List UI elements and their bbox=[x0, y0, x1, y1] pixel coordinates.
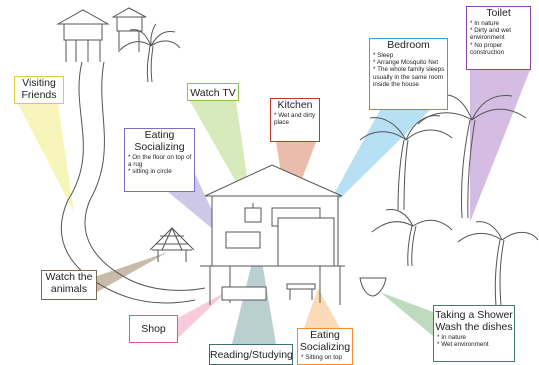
label-note: The whole family sleeps usually in the s… bbox=[373, 66, 445, 88]
basin-icon bbox=[359, 277, 387, 297]
palm-tree-icon bbox=[371, 209, 453, 267]
palm-tree-icon bbox=[457, 221, 539, 307]
label-bedroom: Bedroom Sleep Arrange Mosquito Net The w… bbox=[369, 38, 448, 110]
house-icon bbox=[200, 164, 345, 305]
palm-tree-icon bbox=[417, 94, 527, 219]
label-title: Taking a Shower Wash the dishes bbox=[435, 309, 513, 333]
label-note: No proper construction bbox=[470, 42, 528, 56]
label-watch-tv: Watch TV bbox=[187, 83, 239, 101]
callout-wedge-bedroom bbox=[322, 110, 430, 216]
label-title: Visiting Friends bbox=[21, 77, 57, 101]
label-eating-socializing-rug: Eating Socializing On the floor on top o… bbox=[124, 128, 195, 192]
label-shower: Taking a Shower Wash the dishes In natur… bbox=[433, 305, 515, 362]
label-note: Dirty and wet environment bbox=[470, 27, 528, 41]
label-title: Bedroom bbox=[387, 39, 430, 51]
callout-wedge-watch-animals bbox=[97, 252, 168, 292]
label-watch-animals: Watch the animals bbox=[41, 270, 97, 300]
label-note: sitting in circle bbox=[128, 168, 192, 175]
stilt-house-icon bbox=[111, 7, 147, 52]
label-toilet: Toilet In nature Dirty and wet environme… bbox=[466, 6, 531, 70]
callout-wedge-shop bbox=[178, 292, 226, 338]
label-title: Shop bbox=[141, 323, 166, 335]
palm-tree-icon bbox=[359, 115, 453, 211]
label-note: Wet and dirty place bbox=[274, 112, 317, 126]
callout-wedge-toilet bbox=[470, 70, 530, 222]
label-visiting-friends: Visiting Friends bbox=[14, 76, 64, 104]
callout-wedge-eating-socializing-top bbox=[304, 288, 340, 328]
label-note: On the floor on top of a rug bbox=[128, 154, 192, 168]
label-title: Toilet bbox=[486, 7, 511, 19]
label-reading-studying: Reading/Studying bbox=[209, 344, 293, 365]
label-title: Eating Socializing bbox=[299, 329, 351, 353]
stilt-house-icon bbox=[56, 9, 110, 62]
label-title: Reading/Studying bbox=[210, 349, 293, 361]
label-note: In nature bbox=[470, 20, 528, 27]
label-title: Watch the animals bbox=[45, 271, 93, 295]
hut-icon bbox=[149, 227, 195, 262]
palm-tree-icon bbox=[119, 23, 181, 83]
callout-wedge-visiting-friends bbox=[18, 104, 74, 212]
label-title: Watch TV bbox=[190, 87, 236, 99]
label-kitchen: Kitchen Wet and dirty place bbox=[270, 98, 320, 142]
label-note: Sleep bbox=[373, 52, 445, 59]
label-note: Sitting on top bbox=[301, 354, 350, 361]
label-shop: Shop bbox=[129, 315, 178, 343]
label-eating-socializing-top: Eating Socializing Sitting on top bbox=[297, 328, 353, 365]
callout-wedge-shower bbox=[380, 292, 433, 336]
label-note: Wet environment bbox=[437, 341, 512, 348]
label-note: Arrange Mosquito Net bbox=[373, 59, 445, 66]
label-note: In nature bbox=[437, 334, 512, 341]
label-title: Kitchen bbox=[277, 99, 313, 111]
path-icon bbox=[60, 61, 206, 304]
label-title: Eating Socializing bbox=[134, 129, 185, 153]
